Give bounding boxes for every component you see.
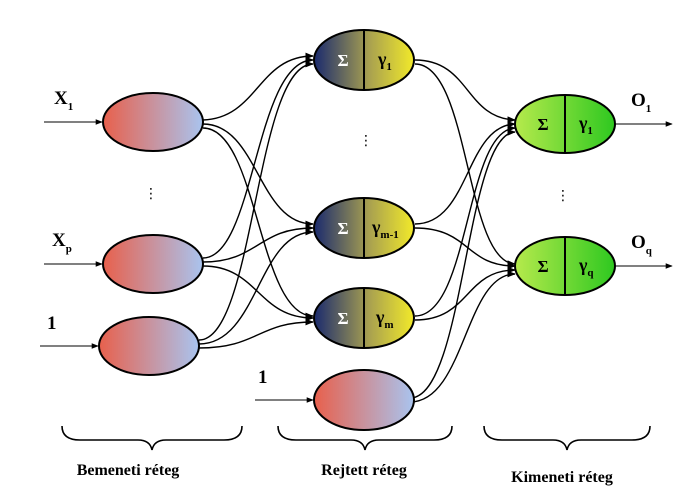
output-q-sigma: Σ	[537, 257, 548, 276]
output-layer-caption: Kimeneti réteg	[511, 469, 613, 486]
hidden-neuron-m-1	[313, 197, 415, 259]
hidden-m-gamma: γm	[375, 307, 394, 331]
input-label-xp: Xp	[52, 230, 72, 255]
connection	[202, 224, 314, 263]
connection	[414, 227, 516, 270]
hidden-bias-label: 1	[258, 367, 268, 388]
hidden-m-sigma: Σ	[337, 309, 348, 328]
output-1-gamma: γ1	[578, 113, 593, 137]
connection	[202, 127, 314, 320]
hidden-m-1-gamma: γm-1	[371, 217, 399, 241]
connection	[202, 56, 314, 259]
hidden-layer-brace	[277, 425, 453, 451]
connection	[198, 228, 314, 345]
connection	[202, 123, 314, 228]
hidden-layer-caption: Rejtett réteg	[321, 462, 407, 479]
hidden-neuron-1	[313, 29, 415, 91]
input-label-x1: X1	[54, 88, 73, 113]
connection	[202, 265, 314, 322]
output-neuron-q	[514, 236, 616, 296]
connection	[414, 59, 516, 124]
connection	[198, 60, 314, 341]
connection	[414, 120, 516, 225]
hidden-to-output-connections	[409, 59, 516, 403]
input-label-bias: 1	[47, 313, 57, 334]
hidden-m-1-sigma: Σ	[337, 219, 348, 238]
connection	[414, 63, 516, 268]
output-neuron-1	[514, 94, 616, 154]
input-to-hidden-connections	[198, 52, 314, 349]
input-layer-brace	[61, 425, 243, 451]
connection	[414, 124, 516, 317]
hidden-1-sigma: Σ	[337, 51, 348, 70]
connection	[202, 52, 314, 121]
output-1-sigma: Σ	[537, 115, 548, 134]
input-neuron-x1	[102, 92, 204, 152]
output-q-gamma: γq	[578, 255, 594, 279]
hidden-bias-neuron	[313, 369, 415, 431]
output-layer-brace	[483, 425, 651, 451]
hidden-neuron-m	[313, 287, 415, 349]
connection	[198, 318, 314, 349]
output-label-oq: Oq	[631, 232, 653, 257]
connection	[409, 128, 516, 399]
connection	[409, 270, 516, 403]
hidden-ellipsis: ⋮	[359, 133, 373, 149]
output-label-o1: O1	[631, 90, 651, 115]
output-ellipsis: ⋮	[556, 188, 570, 204]
hidden-1-gamma: γ1	[377, 49, 392, 73]
input-ellipsis: ⋮	[144, 186, 158, 202]
input-neuron-xp	[102, 234, 204, 294]
input-layer-caption: Bemeneti réteg	[77, 462, 180, 479]
input-neuron-bias	[98, 316, 200, 376]
connection	[414, 266, 516, 321]
